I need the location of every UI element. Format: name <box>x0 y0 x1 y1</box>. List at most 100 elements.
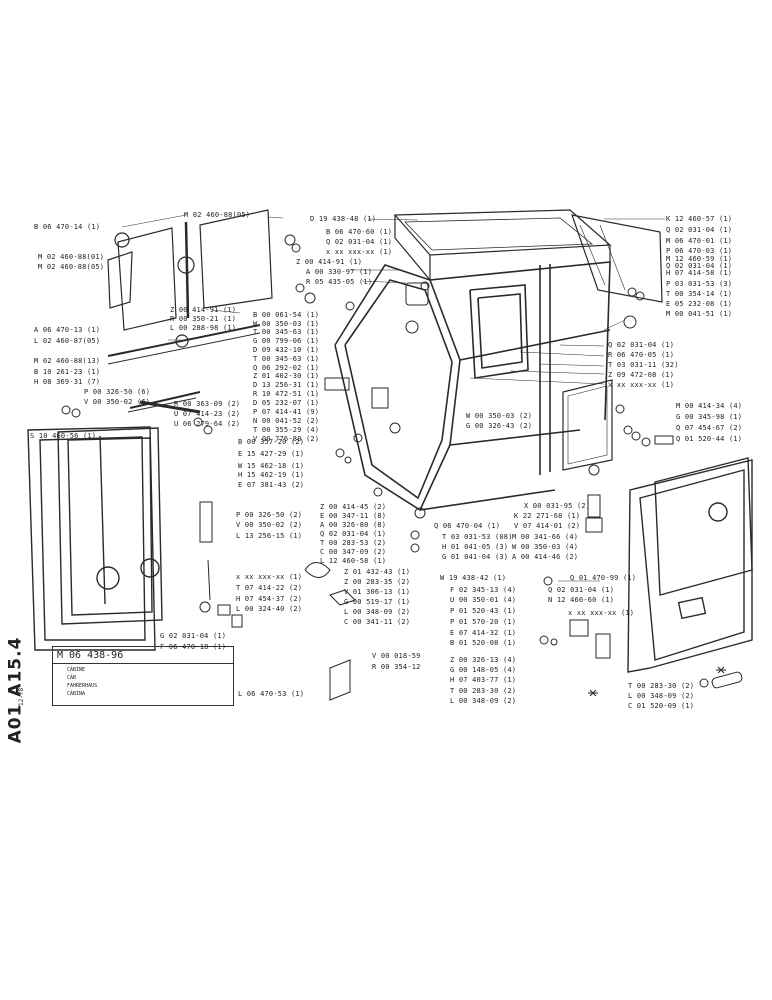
part-label: B 06 470-14 (1) <box>34 223 101 231</box>
part-label: x xx xxx-xx (1) <box>608 381 675 389</box>
part-label: E 15 427-29 (1) <box>238 450 305 458</box>
part-label: L 00 288-98 (1) <box>170 324 237 332</box>
part-label: G 02 031-04 (1) <box>160 632 227 640</box>
rear-window <box>571 214 663 303</box>
part-label: K 22 271-68 (1) <box>514 512 581 520</box>
leader-lines <box>121 214 665 582</box>
part-label: X 00 031-95 (2) <box>524 502 591 510</box>
part-label: M 06 470-01 (1) <box>666 237 733 245</box>
part-label: H 07 454-37 (2) <box>236 595 303 603</box>
part-label: S 10 460-56 (1) <box>30 432 97 440</box>
part-label: D 09 432-10 (1) <box>253 346 320 354</box>
part-label: V 07 414-01 (2) <box>514 522 581 530</box>
part-label: R 10 472-51 (1) <box>253 390 320 398</box>
part-label: W 15 462-18 (1) <box>238 462 305 470</box>
part-label: W 00 350-03 (1) <box>253 320 320 328</box>
part-label: Z 00 283-35 (2) <box>344 578 411 586</box>
part-label: M 02 460-88(01) <box>38 253 105 261</box>
part-label: G 00 519-17 (1) <box>344 598 411 606</box>
part-label: T 00 283-30 (2) <box>628 682 695 690</box>
part-label: T 00 354-14 (1) <box>666 290 733 298</box>
part-label: Q 01 470-99 (1) <box>570 574 637 582</box>
part-label: Z 00 414-45 (2) <box>320 503 387 511</box>
part-label: L 00 348-09 (2) <box>450 697 517 705</box>
part-label: B 00 061-54 (1) <box>253 311 320 319</box>
part-label: Q 01 520-44 (1) <box>676 435 743 443</box>
part-label: R 05 435-05 (1) <box>306 278 373 286</box>
part-label: F 02 345-13 (4) <box>450 586 517 594</box>
part-label: Z 01 432-43 (1) <box>344 568 411 576</box>
part-label: N 00 041-52 (2) <box>253 417 320 425</box>
part-label: Q 02 031-04 (1) <box>326 238 393 246</box>
part-label: A 00 414-46 (2) <box>512 553 579 561</box>
part-label: V 00 350-02 (6) <box>84 398 151 406</box>
roof-panel <box>393 209 612 281</box>
part-label: D 05 232-07 (1) <box>253 399 320 407</box>
part-label: P 00 326-50 (2) <box>236 511 303 519</box>
part-label: A 00 330-97 (1) <box>306 268 373 276</box>
right-door <box>627 457 753 673</box>
part-label: N 12 460-60 (1) <box>548 596 615 604</box>
part-label: M 02 460-88(13) <box>34 357 101 365</box>
part-label: L 13 256-15 (1) <box>236 532 303 540</box>
part-label: T 00 283-30 (2) <box>450 687 517 695</box>
part-label: T 00 345-63 (1) <box>253 355 320 363</box>
part-label: H 08 369-31 (7) <box>34 378 101 386</box>
part-label: R 00 363-09 (2) <box>174 400 241 408</box>
part-label: Q 06 292-02 (1) <box>253 364 320 372</box>
star-markers <box>588 666 726 697</box>
date-code: 12-78 <box>18 687 25 706</box>
part-label: C 00 347-09 (2) <box>320 548 387 556</box>
part-label: B 00 357-20 (2) <box>238 438 305 446</box>
part-label: Z 00 414-91 (1) <box>170 306 237 314</box>
part-label: x xx xxx-xx (1) <box>568 609 635 617</box>
part-label: H 01 041-05 (3) <box>442 543 509 551</box>
part-label: P 01 520-43 (1) <box>450 607 517 615</box>
part-label: E 07 414-32 (1) <box>450 629 517 637</box>
part-label: V 00 018-59 <box>372 652 421 660</box>
part-label: M 00 414-34 (4) <box>676 402 743 410</box>
part-label: D 13 256-31 (1) <box>253 381 320 389</box>
part-label: M 12 460-59 (1) <box>666 255 733 263</box>
title-caption: CAB <box>67 675 77 681</box>
part-label: B 01 520-08 (1) <box>450 639 517 647</box>
part-label: V 00 350-02 (2) <box>236 521 303 529</box>
part-label: P 07 414-41 (9) <box>253 408 320 416</box>
part-label: R 00 350-21 (1) <box>170 315 237 323</box>
part-label: V 01 306-13 (1) <box>344 588 411 596</box>
part-label: T 03 031-11 (32) <box>608 361 679 369</box>
part-label: Z 00 326-13 (4) <box>450 656 517 664</box>
part-label: V 00 776-88 (2) <box>253 435 320 443</box>
part-label: Z 00 414-91 (1) <box>296 258 363 266</box>
part-label: U 07 414-23 (2) <box>174 410 241 418</box>
part-label: A 06 470-13 (1) <box>34 326 101 334</box>
bottom-reference: L 06 470-53 (1) <box>238 690 305 698</box>
part-label: C 01 520-09 (1) <box>628 702 695 710</box>
cab-frame <box>334 261 611 512</box>
part-label: G 00 326-43 (2) <box>466 422 533 430</box>
part-label: H 07 403-77 (1) <box>450 676 517 684</box>
part-label: B 10 261-23 (1) <box>34 368 101 376</box>
part-label: D 19 438-48 (1) <box>310 215 377 223</box>
part-label: W 00 350-03 (4) <box>512 543 579 551</box>
part-label: T 00 283-53 (2) <box>320 539 387 547</box>
part-label: Q 02 031-04 (1) <box>666 262 733 270</box>
part-label: P 06 470-03 (1) <box>666 247 733 255</box>
part-label: T 03 031-53 (08) <box>442 533 513 541</box>
left-door <box>27 426 163 651</box>
part-label: T 00 345-63 (1) <box>253 328 320 336</box>
part-label: R 00 354-12 <box>372 663 421 671</box>
part-label: L 00 348-09 (2) <box>344 608 411 616</box>
part-label: L 00 348-09 (2) <box>628 692 695 700</box>
part-label: G 01 041-04 (3) <box>442 553 509 561</box>
part-label: Q 07 454-67 (2) <box>676 424 743 432</box>
part-label: M 00 041-51 (1) <box>666 310 733 318</box>
part-label: F 06 470-18 (1) <box>160 643 227 651</box>
part-label: B 06 470-60 (1) <box>326 228 393 236</box>
part-label: E 05 232-08 (1) <box>666 300 733 308</box>
part-label: H 15 462-19 (1) <box>238 471 305 479</box>
title-block: M 06 438-96 CABINE CAB FAHRERHAUS CABINA <box>52 646 234 706</box>
part-label: Q 02 031-04 (1) <box>548 586 615 594</box>
part-label: H 07 414-58 (1) <box>666 269 733 277</box>
